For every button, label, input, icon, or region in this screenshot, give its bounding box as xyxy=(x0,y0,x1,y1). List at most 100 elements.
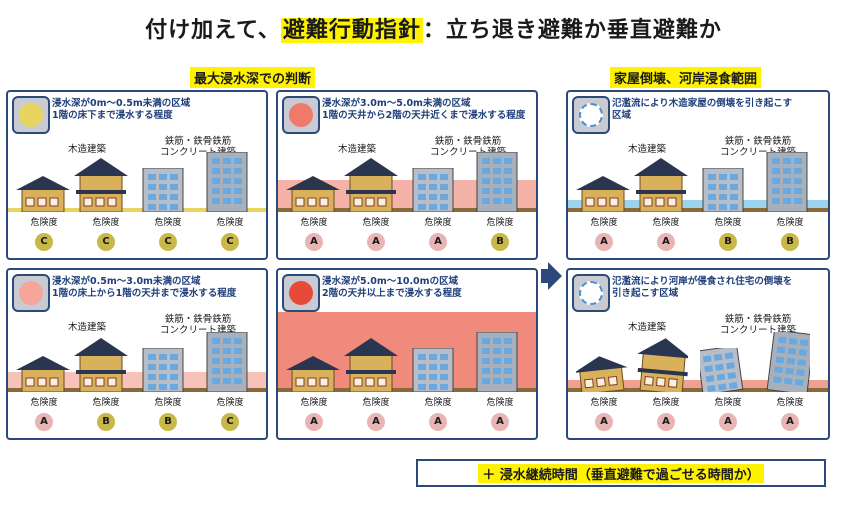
color-swatch-icon xyxy=(289,281,313,305)
concrete-building-icon xyxy=(410,167,456,216)
concrete-building-label: 鉄筋・鉄骨鉄筋 コンクリート建築 xyxy=(719,136,796,158)
right-arrow-icon xyxy=(548,262,562,290)
risk-grade-badge: A xyxy=(781,413,799,431)
risk-label: 危険度 xyxy=(486,218,514,228)
risk-grade-badge: B xyxy=(781,233,799,251)
concrete-building-icon xyxy=(204,151,250,216)
concrete-building-label: 鉄筋・鉄骨鉄筋 コンクリート建築 xyxy=(719,314,796,336)
risk-grade-badge: C xyxy=(97,233,115,251)
risk-grade-badge: A xyxy=(367,413,385,431)
wooden-house-icon xyxy=(634,336,692,396)
risk-label: 危険度 xyxy=(652,218,680,228)
risk-rating: 危険度 A xyxy=(576,218,632,251)
depth-level-icon xyxy=(12,96,50,134)
depth-level-icon xyxy=(572,274,610,312)
color-swatch-icon xyxy=(579,281,603,305)
risk-grade-badge: A xyxy=(657,233,675,251)
ground-line xyxy=(568,208,828,212)
risk-rating: 危険度 A xyxy=(638,398,694,431)
concrete-building-label: 鉄筋・鉄骨鉄筋 コンクリート建築 xyxy=(429,136,506,158)
risk-rating: 危険度 B xyxy=(472,218,528,251)
wooden-house-icon xyxy=(286,352,340,396)
risk-label: 危険度 xyxy=(424,218,452,228)
concrete-building-icon xyxy=(764,151,810,216)
risk-grade-badge: A xyxy=(305,413,323,431)
risk-label: 危険度 xyxy=(652,398,680,408)
ground-line xyxy=(278,208,536,212)
risk-grade-badge: A xyxy=(595,233,613,251)
risk-label: 危険度 xyxy=(776,398,804,408)
risk-grade-badge: A xyxy=(657,413,675,431)
hazard-card: 氾濫流により河岸が侵食され住宅の倒壊を 引き起こす区域木造建築鉄筋・鉄骨鉄筋 コ… xyxy=(566,268,830,440)
risk-label: 危険度 xyxy=(362,218,390,228)
risk-grade-badge: B xyxy=(97,413,115,431)
ground-line xyxy=(8,388,266,392)
wooden-house-icon xyxy=(16,352,70,396)
risk-label: 危険度 xyxy=(154,218,182,228)
color-swatch-icon xyxy=(19,103,43,127)
color-swatch-icon xyxy=(289,103,313,127)
risk-label: 危険度 xyxy=(486,398,514,408)
wooden-house-icon xyxy=(16,172,70,216)
risk-rating: 危険度 A xyxy=(638,218,694,251)
card-description: 氾濫流により河岸が侵食され住宅の倒壊を 引き起こす区域 xyxy=(612,276,793,299)
wooden-house-icon xyxy=(344,336,398,396)
risk-label: 危険度 xyxy=(92,398,120,408)
risk-label: 危険度 xyxy=(30,218,58,228)
risk-grade-badge: B xyxy=(159,413,177,431)
risk-grade-badge: C xyxy=(35,233,53,251)
wood-building-label: 木造建築 xyxy=(67,144,106,155)
risk-grade-badge: B xyxy=(719,233,737,251)
wood-building-label: 木造建築 xyxy=(337,144,376,155)
risk-label: 危険度 xyxy=(590,398,618,408)
risk-grade-badge: C xyxy=(221,233,239,251)
risk-rating: 危険度 B xyxy=(78,398,134,431)
hazard-card: 浸水深が0.5m～3.0m未満の区域 1階の床上から1階の天井まで浸水する程度木… xyxy=(6,268,268,440)
risk-label: 危険度 xyxy=(776,218,804,228)
risk-rating: 危険度 A xyxy=(762,398,818,431)
risk-rating: 危険度 C xyxy=(16,218,72,251)
concrete-building-icon xyxy=(474,331,520,396)
concrete-building-icon xyxy=(696,345,746,396)
wooden-house-icon xyxy=(344,156,398,216)
ground-line xyxy=(8,208,266,212)
arrow-shaft xyxy=(541,269,549,283)
risk-rating: 危険度 A xyxy=(576,398,632,431)
depth-level-icon xyxy=(572,96,610,134)
ground-line xyxy=(568,388,828,392)
risk-grade-badge: A xyxy=(305,233,323,251)
left-section-label: 最大浸水深での判断 xyxy=(190,67,316,88)
risk-label: 危険度 xyxy=(590,218,618,228)
flood-water xyxy=(8,372,266,390)
risk-label: 危険度 xyxy=(216,398,244,408)
concrete-building-icon xyxy=(474,151,520,216)
color-swatch-icon xyxy=(579,103,603,127)
risk-label: 危険度 xyxy=(362,398,390,408)
card-description: 浸水深が0m～0.5m未満の区域 1階の床下まで浸水する程度 xyxy=(52,98,191,121)
risk-rating: 危険度 A xyxy=(348,398,404,431)
concrete-building-icon xyxy=(204,331,250,396)
risk-label: 危険度 xyxy=(216,218,244,228)
risk-grade-badge: B xyxy=(491,233,509,251)
risk-label: 危険度 xyxy=(30,398,58,408)
concrete-building-icon xyxy=(764,329,815,396)
footer-text: ＋ 浸水継続時間（垂直避難で過ごせる時間か） xyxy=(478,463,764,483)
risk-grade-badge: A xyxy=(595,413,613,431)
concrete-building-icon xyxy=(140,347,186,396)
risk-rating: 危険度 B xyxy=(140,398,196,431)
depth-level-icon xyxy=(12,274,50,312)
concrete-building-icon xyxy=(700,167,746,216)
risk-grade-badge: A xyxy=(429,233,447,251)
title-prefix: 付け加えて、 xyxy=(145,18,281,43)
hazard-card: 浸水深が3.0m～5.0m未満の区域 1階の天井から2階の天井近くまで浸水する程… xyxy=(276,90,538,260)
risk-rating: 危険度 A xyxy=(410,218,466,251)
flood-water xyxy=(568,380,828,390)
risk-label: 危険度 xyxy=(154,398,182,408)
